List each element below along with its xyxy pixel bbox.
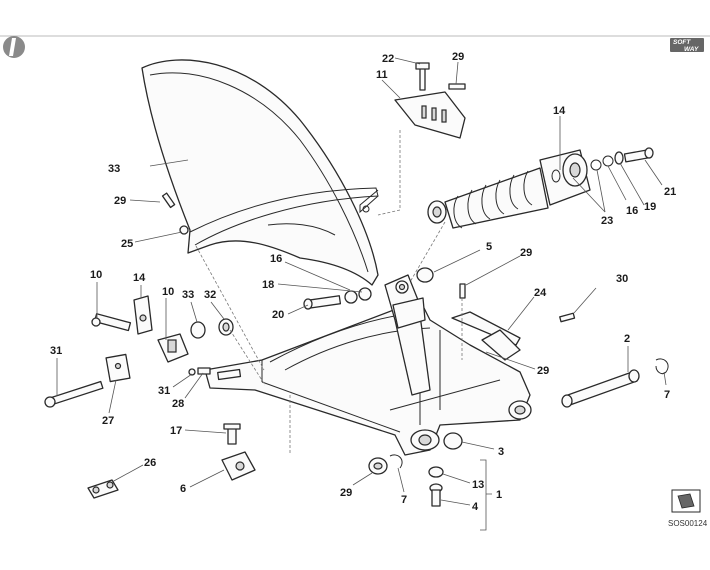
callout-13: 14 <box>553 105 566 117</box>
callout-12: 14 <box>133 272 146 284</box>
callout-17-b: 21 <box>664 186 676 198</box>
callout-3: 3 <box>498 446 504 458</box>
callout-23: 27 <box>102 415 114 427</box>
assembly-guide-lines <box>195 130 463 455</box>
callout-29-b: 29 <box>520 247 532 259</box>
adjuster-parts <box>44 295 234 408</box>
callout-5: 5 <box>486 241 492 253</box>
callout-15: 17 <box>170 425 182 437</box>
chain-guard <box>451 311 576 361</box>
callout-31: 31 <box>50 345 62 357</box>
callout-21: 25 <box>121 238 133 250</box>
callout-2: 2 <box>624 333 630 345</box>
callout-10: 10 <box>90 269 102 281</box>
callout-25: 29 <box>340 487 352 499</box>
corner-badge-icon <box>3 36 25 58</box>
callout-16-a: 18 <box>262 279 274 291</box>
callout-19: 24 <box>534 287 547 299</box>
callout-6: 6 <box>180 483 186 495</box>
callout-16-b: 19 <box>644 201 656 213</box>
diagram-code: SOS00124 <box>668 519 708 528</box>
callout-26: 29 <box>452 51 464 63</box>
callout-29-a: 29 <box>114 195 126 207</box>
callout-9: 11 <box>376 69 388 81</box>
callout-labels: 33 29 25 22 29 11 14 21 19 16 23 5 29 16… <box>50 51 676 513</box>
callout-24: 28 <box>172 398 184 410</box>
callout-11: 13 <box>472 479 484 491</box>
shock-mounting-bolt <box>590 147 654 171</box>
group-bracket-1 <box>480 459 492 531</box>
callout-7-b: 7 <box>401 494 407 506</box>
callout-32: 32 <box>204 289 216 301</box>
callout-20: 23 <box>601 215 613 227</box>
callout-17-a: 20 <box>272 309 284 321</box>
callout-30: 31 <box>158 385 170 397</box>
lower-fasteners <box>161 192 466 507</box>
callout-leaders <box>56 57 667 506</box>
callout-1: 1 <box>496 489 502 501</box>
callout-8: 10 <box>162 286 174 298</box>
callout-4: 4 <box>472 501 479 513</box>
callout-14-b: 16 <box>626 205 638 217</box>
softway-logo: SOFT WAY <box>670 38 704 53</box>
callout-27: 29 <box>537 365 549 377</box>
callout-7-a: 7 <box>664 389 670 401</box>
rear-mudguard <box>141 59 379 286</box>
callout-14-a: 16 <box>270 253 282 265</box>
swingarm-pivot-shaft <box>561 358 669 408</box>
chain-adjuster-block <box>221 423 256 481</box>
rear-shock-absorber <box>427 149 591 229</box>
callout-22: 26 <box>144 457 156 469</box>
mudguard-bracket <box>394 62 466 139</box>
callout-29-c: 30 <box>616 273 628 285</box>
callout-18: 22 <box>382 53 394 65</box>
callout-33: 33 <box>182 289 194 301</box>
chain-link <box>87 479 119 499</box>
next-page-arrow-icon[interactable] <box>671 489 701 513</box>
logo-line2: WAY <box>684 46 699 53</box>
logo-line1: SOFT <box>673 39 691 46</box>
callout-28: 33 <box>108 163 120 175</box>
swingarm <box>204 274 532 456</box>
